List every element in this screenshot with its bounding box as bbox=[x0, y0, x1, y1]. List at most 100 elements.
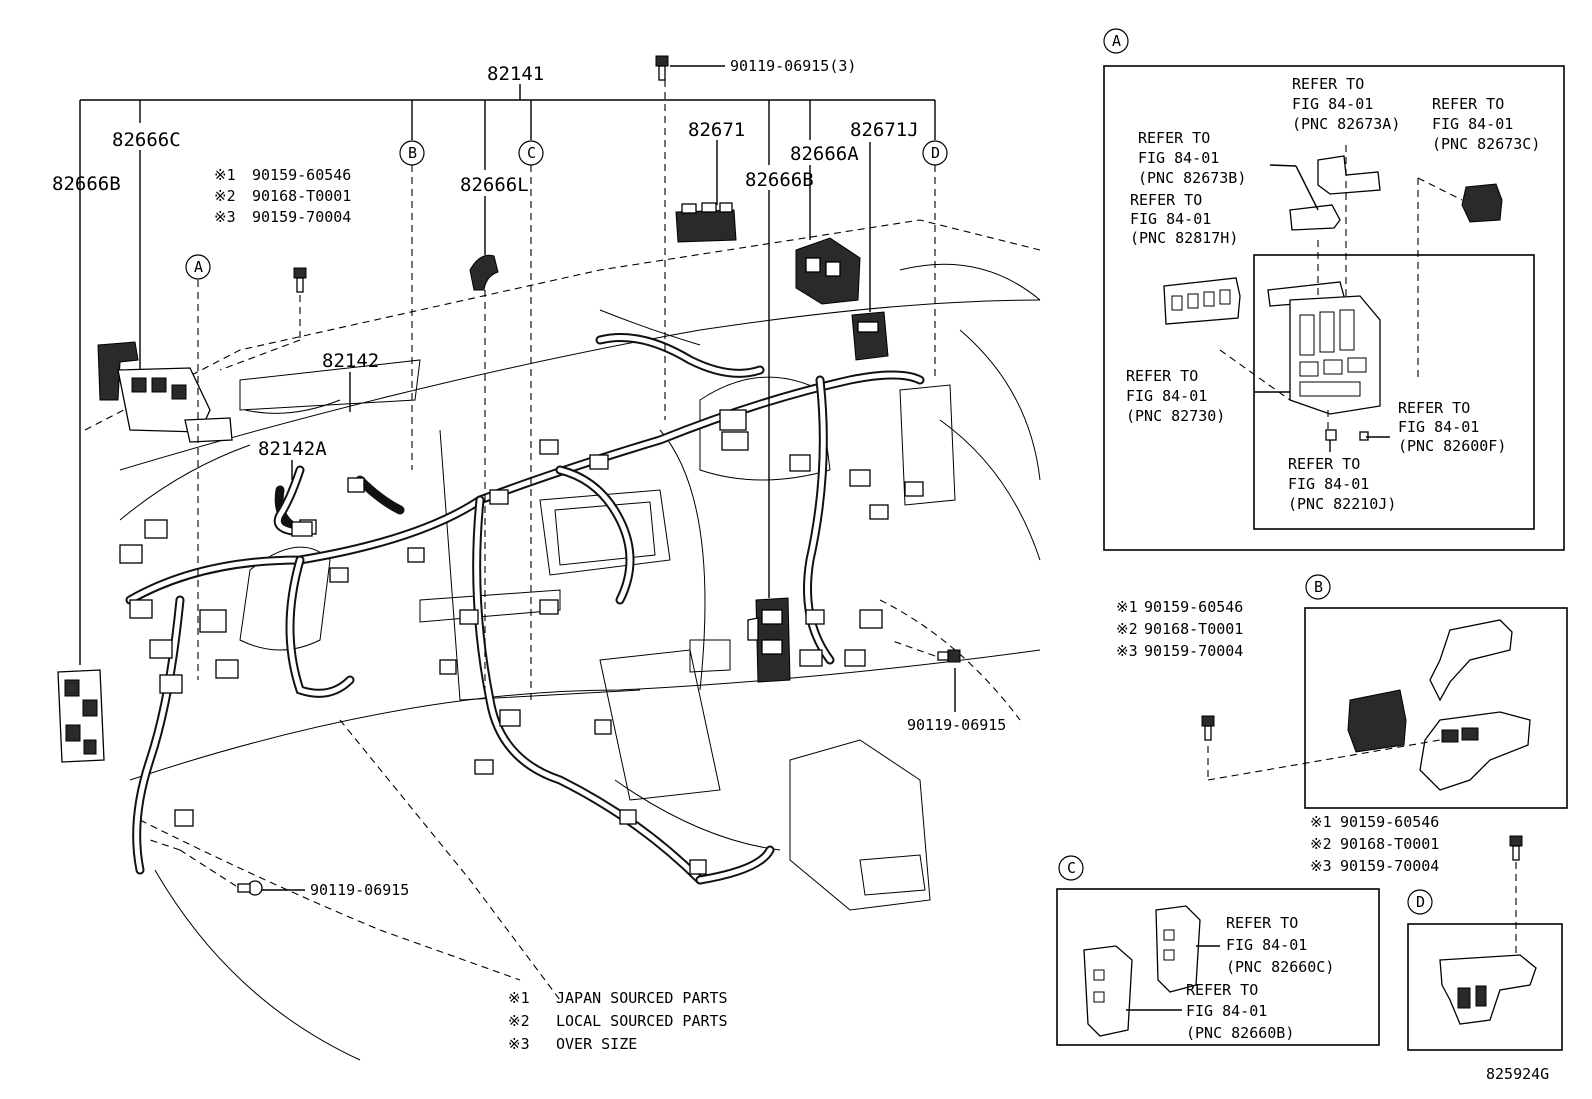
callout-main-A bbox=[185, 254, 211, 280]
callout-letter-main-C: C bbox=[527, 144, 536, 162]
ref-82660C-l2: FIG 84-01 bbox=[1226, 936, 1307, 954]
callout-main-C bbox=[518, 140, 544, 166]
bolt-opt-b-1-part: 90159-60546 bbox=[1144, 598, 1243, 616]
legend-3-text: OVER SIZE bbox=[556, 1035, 637, 1053]
bolt-opt-b-2-part: 90168-T0001 bbox=[1144, 620, 1243, 638]
diagram-id: 825924G bbox=[1486, 1065, 1549, 1083]
ref-82660B-l2: FIG 84-01 bbox=[1186, 1002, 1267, 1020]
detail-B-letter: B bbox=[1314, 578, 1323, 596]
main-wire-harness bbox=[119, 309, 925, 885]
label-82666L: 82666L bbox=[460, 174, 529, 196]
bolt-bottom-icon bbox=[237, 880, 263, 896]
part-82671-relay bbox=[675, 202, 737, 243]
ref-82730-l2: FIG 84-01 bbox=[1126, 387, 1207, 405]
detail-box-D: ※1 90159-60546 ※2 90168-T0001 ※3 90159-7… bbox=[1310, 813, 1563, 1051]
detail-A-letter: A bbox=[1112, 32, 1121, 50]
ref-82673A-l1: REFER TO bbox=[1292, 75, 1364, 93]
bolt-opt-b-1-mark: ※1 bbox=[1116, 598, 1138, 616]
legend-2-text: LOCAL SOURCED PARTS bbox=[556, 1012, 728, 1030]
ref-82210J-l2: FIG 84-01 bbox=[1288, 475, 1369, 493]
bolt-opt-main-1-part: 90159-60546 bbox=[252, 166, 351, 184]
bolt-opt-d-1-part: 90159-60546 bbox=[1340, 813, 1439, 831]
part-82671J-relay bbox=[851, 311, 889, 361]
ref-82660C-l3: (PNC 82660C) bbox=[1226, 958, 1334, 976]
bolt-opt-d-1-mark: ※1 bbox=[1310, 813, 1332, 831]
ref-82673C-l2: FIG 84-01 bbox=[1432, 115, 1513, 133]
ref-82817H-l2: FIG 84-01 bbox=[1130, 210, 1211, 228]
bolt-opt-main-1-mark: ※1 bbox=[214, 166, 236, 184]
label-bolt-right: 90119-06915 bbox=[907, 716, 1006, 734]
bolt-opt-main-2-mark: ※2 bbox=[214, 187, 236, 205]
ref-82660B-l3: (PNC 82660B) bbox=[1186, 1024, 1294, 1042]
ref-82730-l1: REFER TO bbox=[1126, 367, 1198, 385]
bolt-options-main: ※1 90159-60546 ※2 90168-T0001 ※3 90159-7… bbox=[214, 166, 351, 226]
bolt-opt-b-3-part: 90159-70004 bbox=[1144, 642, 1243, 660]
legend-1-text: JAPAN SOURCED PARTS bbox=[556, 989, 728, 1007]
ref-82673B-l3: (PNC 82673B) bbox=[1138, 169, 1246, 187]
bolt-opt-main-3-part: 90159-70004 bbox=[252, 208, 351, 226]
ref-82660B-l1: REFER TO bbox=[1186, 981, 1258, 999]
ref-82660C-l1: REFER TO bbox=[1226, 914, 1298, 932]
label-82666A: 82666A bbox=[790, 143, 859, 165]
label-82671J: 82671J bbox=[850, 119, 919, 141]
legend: ※1 JAPAN SOURCED PARTS ※2 LOCAL SOURCED … bbox=[508, 989, 728, 1053]
label-82142: 82142 bbox=[322, 350, 379, 372]
label-bolt-top: 90119-06915(3) bbox=[730, 57, 856, 75]
legend-1-mark: ※1 bbox=[508, 989, 530, 1007]
ref-82817H-l1: REFER TO bbox=[1130, 191, 1202, 209]
label-82671: 82671 bbox=[688, 119, 745, 141]
ref-82673A-l3: (PNC 82673A) bbox=[1292, 115, 1400, 133]
label-82666B-mid: 82666B bbox=[745, 169, 814, 191]
label-82666C: 82666C bbox=[112, 129, 181, 151]
ref-82730-l3: (PNC 82730) bbox=[1126, 407, 1225, 425]
ref-82600F-l1: REFER TO bbox=[1398, 399, 1470, 417]
ref-82817H-l3: (PNC 82817H) bbox=[1130, 229, 1238, 247]
callout-letter-main-A: A bbox=[194, 258, 203, 276]
label-82142A: 82142A bbox=[258, 438, 327, 460]
detail-box-B: B ※1 90159-60546 ※2 90168-T0001 ※3 90159… bbox=[1116, 574, 1568, 809]
bolt-opt-d-3-part: 90159-70004 bbox=[1340, 857, 1439, 875]
ref-82673B-l1: REFER TO bbox=[1138, 129, 1210, 147]
bolt-right-icon bbox=[937, 649, 961, 663]
ref-82673B-l2: FIG 84-01 bbox=[1138, 149, 1219, 167]
dashboard-outline bbox=[84, 219, 1041, 1061]
ref-82600F-l3: (PNC 82600F) bbox=[1398, 437, 1506, 455]
part-82666B-mid-relay bbox=[747, 597, 791, 683]
bolt-opt-main-3-mark: ※3 bbox=[214, 208, 236, 226]
callout-letter-main-D: D bbox=[931, 144, 940, 162]
bolt-opt-d-2-mark: ※2 bbox=[1310, 835, 1332, 853]
label-82141: 82141 bbox=[487, 63, 544, 85]
callout-letter-main-B: B bbox=[408, 144, 417, 162]
legend-3-mark: ※3 bbox=[508, 1035, 530, 1053]
legend-2-mark: ※2 bbox=[508, 1012, 530, 1030]
detail-box-C: C REFER TO FIG 84-01 (PNC 82660C) REFER … bbox=[1056, 855, 1380, 1046]
bolt-top-icon bbox=[655, 55, 669, 81]
callout-main-B bbox=[399, 140, 425, 166]
detail-box-A: A REFER bbox=[1103, 28, 1565, 551]
part-82666C-relay-block bbox=[97, 341, 233, 443]
leader-lines bbox=[79, 65, 956, 891]
bolt-opt-b-2-mark: ※2 bbox=[1116, 620, 1138, 638]
part-82666A-relay-block bbox=[795, 237, 861, 305]
ref-82673C-l3: (PNC 82673C) bbox=[1432, 135, 1540, 153]
label-82666B-left: 82666B bbox=[52, 173, 121, 195]
ref-82600F-l2: FIG 84-01 bbox=[1398, 418, 1479, 436]
bolt-left-icon bbox=[293, 267, 307, 293]
ref-82210J-l3: (PNC 82210J) bbox=[1288, 495, 1396, 513]
part-82666B-left-relay bbox=[57, 669, 105, 763]
callout-main-D bbox=[922, 140, 948, 166]
bolt-opt-d-3-mark: ※3 bbox=[1310, 857, 1332, 875]
part-82142A-sub-harness bbox=[273, 465, 313, 537]
bolt-opt-d-2-part: 90168-T0001 bbox=[1340, 835, 1439, 853]
label-bolt-bottom: 90119-06915 bbox=[310, 881, 409, 899]
detail-C-letter: C bbox=[1067, 859, 1076, 877]
ref-82673C-l1: REFER TO bbox=[1432, 95, 1504, 113]
bolt-opt-b-3-mark: ※3 bbox=[1116, 642, 1138, 660]
ref-82210J-l1: REFER TO bbox=[1288, 455, 1360, 473]
ref-82673A-l2: FIG 84-01 bbox=[1292, 95, 1373, 113]
part-82666L-clip bbox=[469, 254, 499, 291]
bolt-opt-main-2-part: 90168-T0001 bbox=[252, 187, 351, 205]
detail-D-letter: D bbox=[1416, 893, 1425, 911]
